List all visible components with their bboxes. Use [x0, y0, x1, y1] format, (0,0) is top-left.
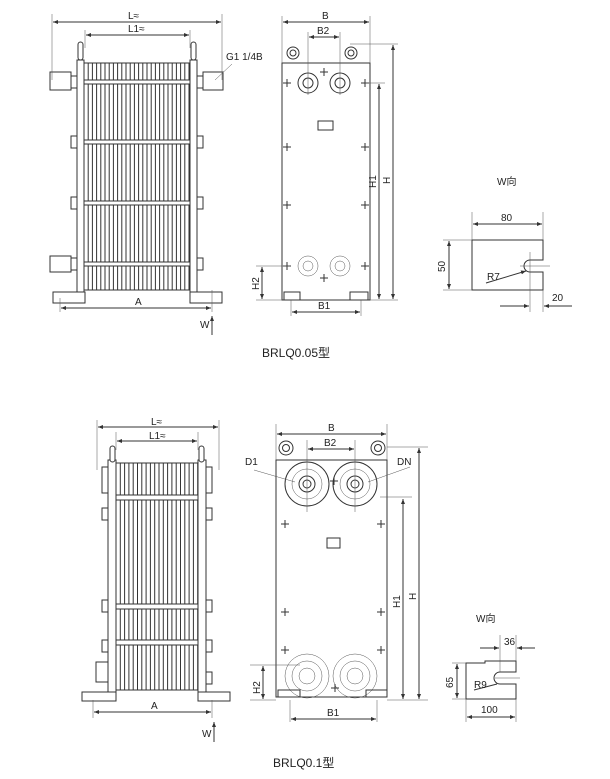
plate-pack-outline [83, 62, 191, 291]
fixed-frame-plate [76, 59, 85, 293]
base-feet [52, 291, 223, 304]
label-80: 80 [501, 213, 513, 224]
nozzles [49, 71, 224, 273]
bolts [95, 466, 213, 685]
label-B2: B2 [317, 26, 330, 37]
label-L: L≈ [151, 417, 163, 428]
bottom-ports [297, 255, 351, 277]
label-R7: R7 [487, 272, 500, 283]
label-H: H [408, 593, 419, 600]
bolt-marks [281, 477, 385, 692]
w-view-label: W向 [497, 175, 516, 188]
label-L1: L1≈ [128, 24, 145, 35]
bolt-marks [283, 68, 369, 282]
label-A: A [135, 297, 142, 308]
tie-bars [115, 494, 199, 646]
bolts [70, 75, 204, 271]
label-B: B [322, 11, 329, 22]
label-H1: H1 [368, 175, 379, 188]
label-B: B [328, 423, 335, 434]
lifting-lugs [109, 445, 205, 463]
top-ports [284, 461, 378, 507]
label-B2: B2 [324, 438, 337, 449]
pressure-plate [197, 459, 207, 693]
label-H: H [382, 177, 393, 184]
label-W: W [202, 729, 212, 740]
feet [277, 689, 388, 698]
label-B1: B1 [318, 301, 331, 312]
lifting-lugs [77, 41, 197, 61]
label-R9: R9 [474, 680, 487, 691]
bottom-side-view: L≈ L1≈ A W [81, 417, 231, 742]
lifting-rings [278, 440, 386, 456]
pressure-plate [189, 59, 198, 293]
frame-plate-outline [281, 62, 371, 301]
label-100: 100 [481, 705, 498, 716]
lifting-rings [286, 46, 358, 60]
label-DN: DN [397, 457, 411, 468]
label-36: 36 [504, 637, 516, 648]
top-front-view: B B2 H1 H H2 B1 [251, 11, 398, 316]
feet [283, 291, 369, 301]
tie-bars [83, 79, 191, 267]
title-brlq01: BRLQ0.1型 [273, 756, 334, 770]
label-W: W [200, 320, 210, 331]
bottom-w-view: W向 36 65 R9 100 [445, 612, 535, 722]
leader-R7 [485, 270, 527, 284]
frame-plate-outline [275, 459, 388, 698]
top-side-view: L≈ L1≈ G1 1/4B A W [49, 11, 263, 335]
foot-profile [465, 660, 517, 700]
w-view-label: W向 [476, 612, 495, 625]
label-H2: H2 [251, 277, 262, 290]
label-20: 20 [552, 293, 564, 304]
label-50: 50 [437, 260, 448, 272]
nameplate [326, 537, 341, 549]
top-w-view: W向 80 50 R7 20 [437, 175, 572, 312]
title-brlq005: BRLQ0.05型 [262, 346, 330, 360]
fixed-frame-plate [107, 459, 117, 693]
label-D1: D1 [245, 457, 258, 468]
plate-pack [83, 62, 191, 291]
nameplate [317, 120, 334, 131]
base-feet [81, 691, 231, 702]
label-L1: L1≈ [149, 431, 166, 442]
foot-profile [471, 239, 544, 291]
label-B1: B1 [327, 708, 340, 719]
bottom-ports [284, 653, 378, 699]
bottom-front-view: B B2 D1 DN H1 H H2 B1 [245, 423, 428, 722]
label-H2: H2 [252, 681, 263, 694]
label-A: A [151, 701, 158, 712]
leader-R9 [473, 683, 498, 691]
label-L: L≈ [128, 11, 140, 22]
label-65: 65 [445, 676, 456, 688]
label-port: G1 1/4B [226, 52, 263, 63]
label-H1: H1 [392, 595, 403, 608]
